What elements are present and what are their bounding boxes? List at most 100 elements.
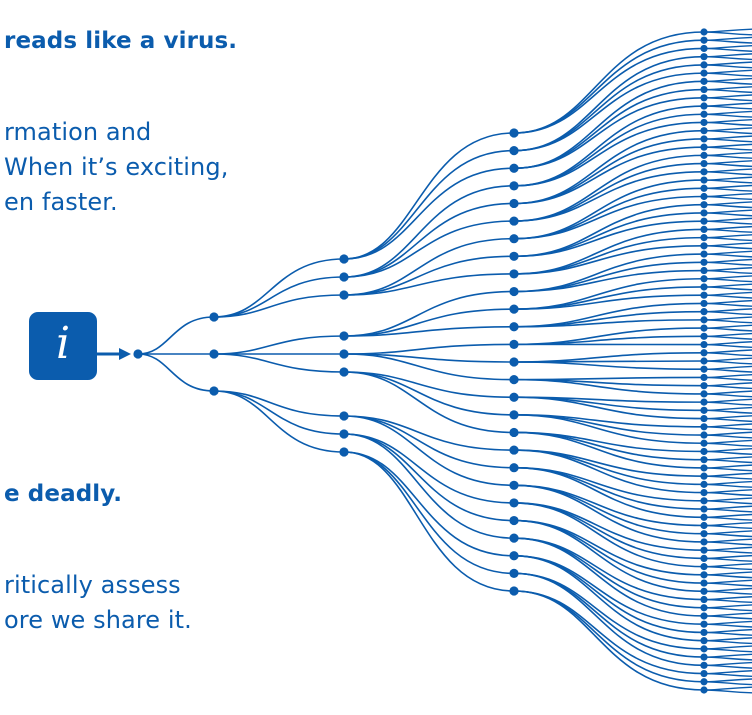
tree-link-outgoing: [703, 450, 752, 455]
tree-link-outgoing: [703, 55, 752, 61]
tree-node-level-4: [700, 36, 708, 44]
tree-node-level-4: [700, 275, 708, 283]
tree-node-level-4: [700, 595, 708, 604]
tree-node-level-3: [509, 198, 519, 209]
tree-node-level-3: [509, 375, 519, 385]
tree-link: [513, 361, 705, 371]
tree-node-level-4: [700, 349, 708, 357]
tree-node-level-4: [700, 398, 708, 406]
tree-link: [343, 451, 515, 557]
tree-node-level-4: [700, 661, 708, 669]
tree-link-outgoing: [703, 664, 752, 669]
tree-node-level-4: [700, 505, 708, 513]
tree-link-outgoing: [703, 130, 752, 135]
tree-node-level-4: [700, 127, 708, 135]
tree-node-level-0: [133, 349, 143, 359]
tree-link-outgoing: [703, 261, 752, 266]
tree-node-level-3: [509, 269, 519, 279]
tree-node-level-4: [700, 678, 708, 686]
tree-link: [513, 414, 705, 445]
tree-link: [513, 72, 705, 152]
tree-link: [343, 433, 515, 539]
tree-link: [513, 537, 705, 617]
tree-node-level-4: [700, 102, 708, 110]
tree-node-level-3: [509, 410, 519, 420]
tree-link: [513, 335, 705, 346]
tree-link-outgoing: [703, 565, 752, 571]
tree-node-level-4: [700, 480, 708, 488]
tree-link: [513, 220, 705, 258]
tree-link: [513, 195, 705, 240]
tree-link: [513, 431, 705, 469]
tree-link: [513, 466, 705, 502]
tree-node-level-4: [700, 225, 708, 233]
tree-link-outgoing: [703, 541, 752, 546]
tree-link-outgoing: [703, 615, 752, 620]
tree-link-outgoing: [703, 187, 752, 192]
tree-link: [513, 39, 705, 134]
tree-link-outgoing: [703, 533, 752, 538]
tree-link-outgoing: [703, 376, 752, 381]
tree-node-level-4: [700, 110, 708, 118]
tree-node-level-3: [509, 551, 519, 561]
tree-nodes: [133, 28, 708, 694]
tree-link-outgoing: [703, 195, 752, 201]
tree-node-level-4: [700, 160, 708, 168]
tree-node-level-3: [509, 533, 519, 543]
tree-node-level-4: [700, 538, 708, 546]
tree-node-level-4: [700, 390, 708, 398]
tree-node-level-4: [700, 571, 708, 579]
tree-link: [213, 258, 345, 318]
tree-link-outgoing: [703, 607, 752, 612]
tree-link-outgoing: [703, 623, 752, 628]
tree-node-level-3: [509, 445, 519, 455]
tree-link: [513, 319, 705, 328]
tree-node-level-4: [700, 653, 708, 661]
tree-node-level-3: [509, 392, 519, 402]
tree-link: [513, 431, 705, 461]
tree-link-outgoing: [703, 689, 752, 694]
tree-node-level-4: [700, 242, 708, 250]
tree-link-outgoing: [703, 31, 752, 36]
tree-link: [343, 308, 515, 337]
tree-link: [343, 132, 515, 260]
tree-link: [137, 353, 215, 392]
tree-node-level-4: [700, 669, 708, 678]
tree-link-outgoing: [703, 467, 752, 472]
tree-link: [513, 449, 705, 494]
tree-link: [213, 335, 345, 355]
tree-node-level-2: [339, 254, 349, 264]
tree-link: [513, 97, 705, 170]
tree-node-level-4: [700, 645, 708, 653]
tree-link-outgoing: [703, 302, 752, 307]
tree-link-outgoing: [703, 286, 752, 291]
tree-node-level-4: [700, 521, 708, 530]
tree-node-level-4: [700, 316, 708, 324]
tree-link: [513, 590, 705, 691]
tree-node-level-2: [339, 331, 349, 341]
tree-link: [213, 294, 345, 318]
tree-link-outgoing: [703, 417, 752, 423]
tree-link: [513, 554, 705, 642]
tree-node-level-4: [700, 579, 708, 587]
tree-link-outgoing: [703, 138, 752, 143]
tree-node-level-4: [700, 382, 708, 390]
tree-node-level-2: [339, 349, 349, 359]
tree-link-outgoing: [703, 508, 752, 513]
tree-link-outgoing: [703, 516, 752, 521]
tree-node-level-4: [700, 69, 708, 77]
tree-link: [513, 590, 705, 683]
tree-link: [513, 396, 705, 412]
tree-node-level-4: [700, 168, 708, 176]
tree-link-outgoing: [703, 327, 752, 332]
tree-node-level-3: [509, 515, 519, 526]
tree-node-level-3: [509, 163, 519, 173]
tree-link-outgoing: [703, 113, 752, 118]
tree-node-level-4: [700, 513, 708, 521]
tree-link: [513, 269, 705, 293]
tree-link-outgoing: [703, 179, 752, 184]
tree-node-level-4: [700, 77, 708, 85]
tree-link: [343, 433, 515, 504]
tree-link: [343, 371, 515, 434]
tree-node-level-4: [700, 308, 708, 316]
